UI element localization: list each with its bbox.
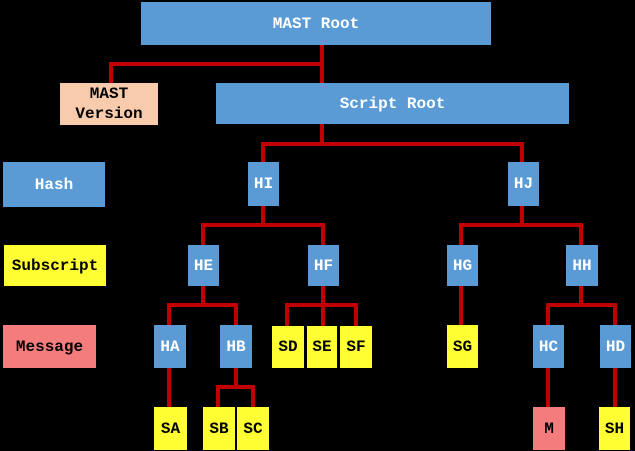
legend-subscript: Subscript (4, 245, 106, 286)
edge-he-split-horizontal (167, 303, 238, 307)
node-m: M (533, 407, 565, 450)
node-he: HE (188, 245, 219, 286)
edge-hh-split-horizontal (546, 303, 617, 307)
edge-hc-to-m (546, 368, 550, 407)
node-se: SE (307, 326, 337, 368)
edge-hg-to-sg (459, 286, 463, 325)
edge-ha-to-sa (167, 368, 171, 407)
node-hg: HG (447, 245, 478, 286)
edge-hj-split-horizontal (459, 223, 583, 227)
edge-drop-mast-version (109, 62, 113, 83)
node-hi: HI (248, 162, 279, 206)
edge-drop-sd (285, 303, 289, 326)
edge-hd-to-sh (613, 368, 617, 407)
edge-drop-hb (234, 303, 238, 325)
legend-hash: Hash (3, 162, 105, 207)
edge-drop-he (201, 223, 205, 245)
node-sa: SA (154, 407, 187, 450)
edge-drop-hd (613, 303, 617, 325)
edge-drop-hc (546, 303, 550, 325)
edge-scriptroot-split-horizontal (261, 142, 524, 146)
edge-drop-hg (459, 223, 463, 245)
edge-hb-down (234, 368, 238, 389)
node-ha: HA (154, 325, 186, 368)
node-hh: HH (566, 245, 598, 286)
edge-hi-split-horizontal (201, 223, 325, 227)
edge-drop-sc (251, 385, 255, 407)
edge-hj-down (520, 206, 524, 227)
edge-scriptroot-down (320, 124, 324, 144)
edge-drop-hj (520, 142, 524, 162)
node-hb: HB (220, 325, 252, 368)
node-hd: HD (600, 325, 631, 368)
node-sh: SH (599, 407, 630, 450)
node-mast-version: MAST Version (60, 83, 158, 125)
edge-drop-sb (216, 385, 220, 407)
edge-hh-down (579, 286, 583, 307)
node-sc: SC (237, 407, 269, 450)
edge-drop-hh (579, 223, 583, 245)
node-hf: HF (308, 245, 339, 286)
node-sf: SF (340, 326, 372, 368)
node-sg: SG (447, 325, 478, 368)
legend-message: Message (3, 325, 96, 368)
node-mast-root: MAST Root (141, 2, 491, 45)
edge-he-down (201, 286, 205, 307)
edge-hf-split-horizontal (285, 303, 358, 307)
edge-drop-ha (167, 303, 171, 325)
node-sd: SD (272, 326, 304, 368)
edge-root-split-horizontal (109, 62, 324, 66)
edge-hi-down (261, 206, 265, 227)
node-hj: HJ (508, 162, 539, 206)
node-script-root: Script Root (216, 83, 569, 124)
node-sb: SB (203, 407, 235, 450)
edge-hb-split-horizontal (216, 385, 255, 389)
edge-drop-sf (354, 303, 358, 326)
edge-drop-hf (321, 223, 325, 245)
node-hc: HC (533, 325, 564, 368)
edge-drop-hi (261, 142, 265, 162)
